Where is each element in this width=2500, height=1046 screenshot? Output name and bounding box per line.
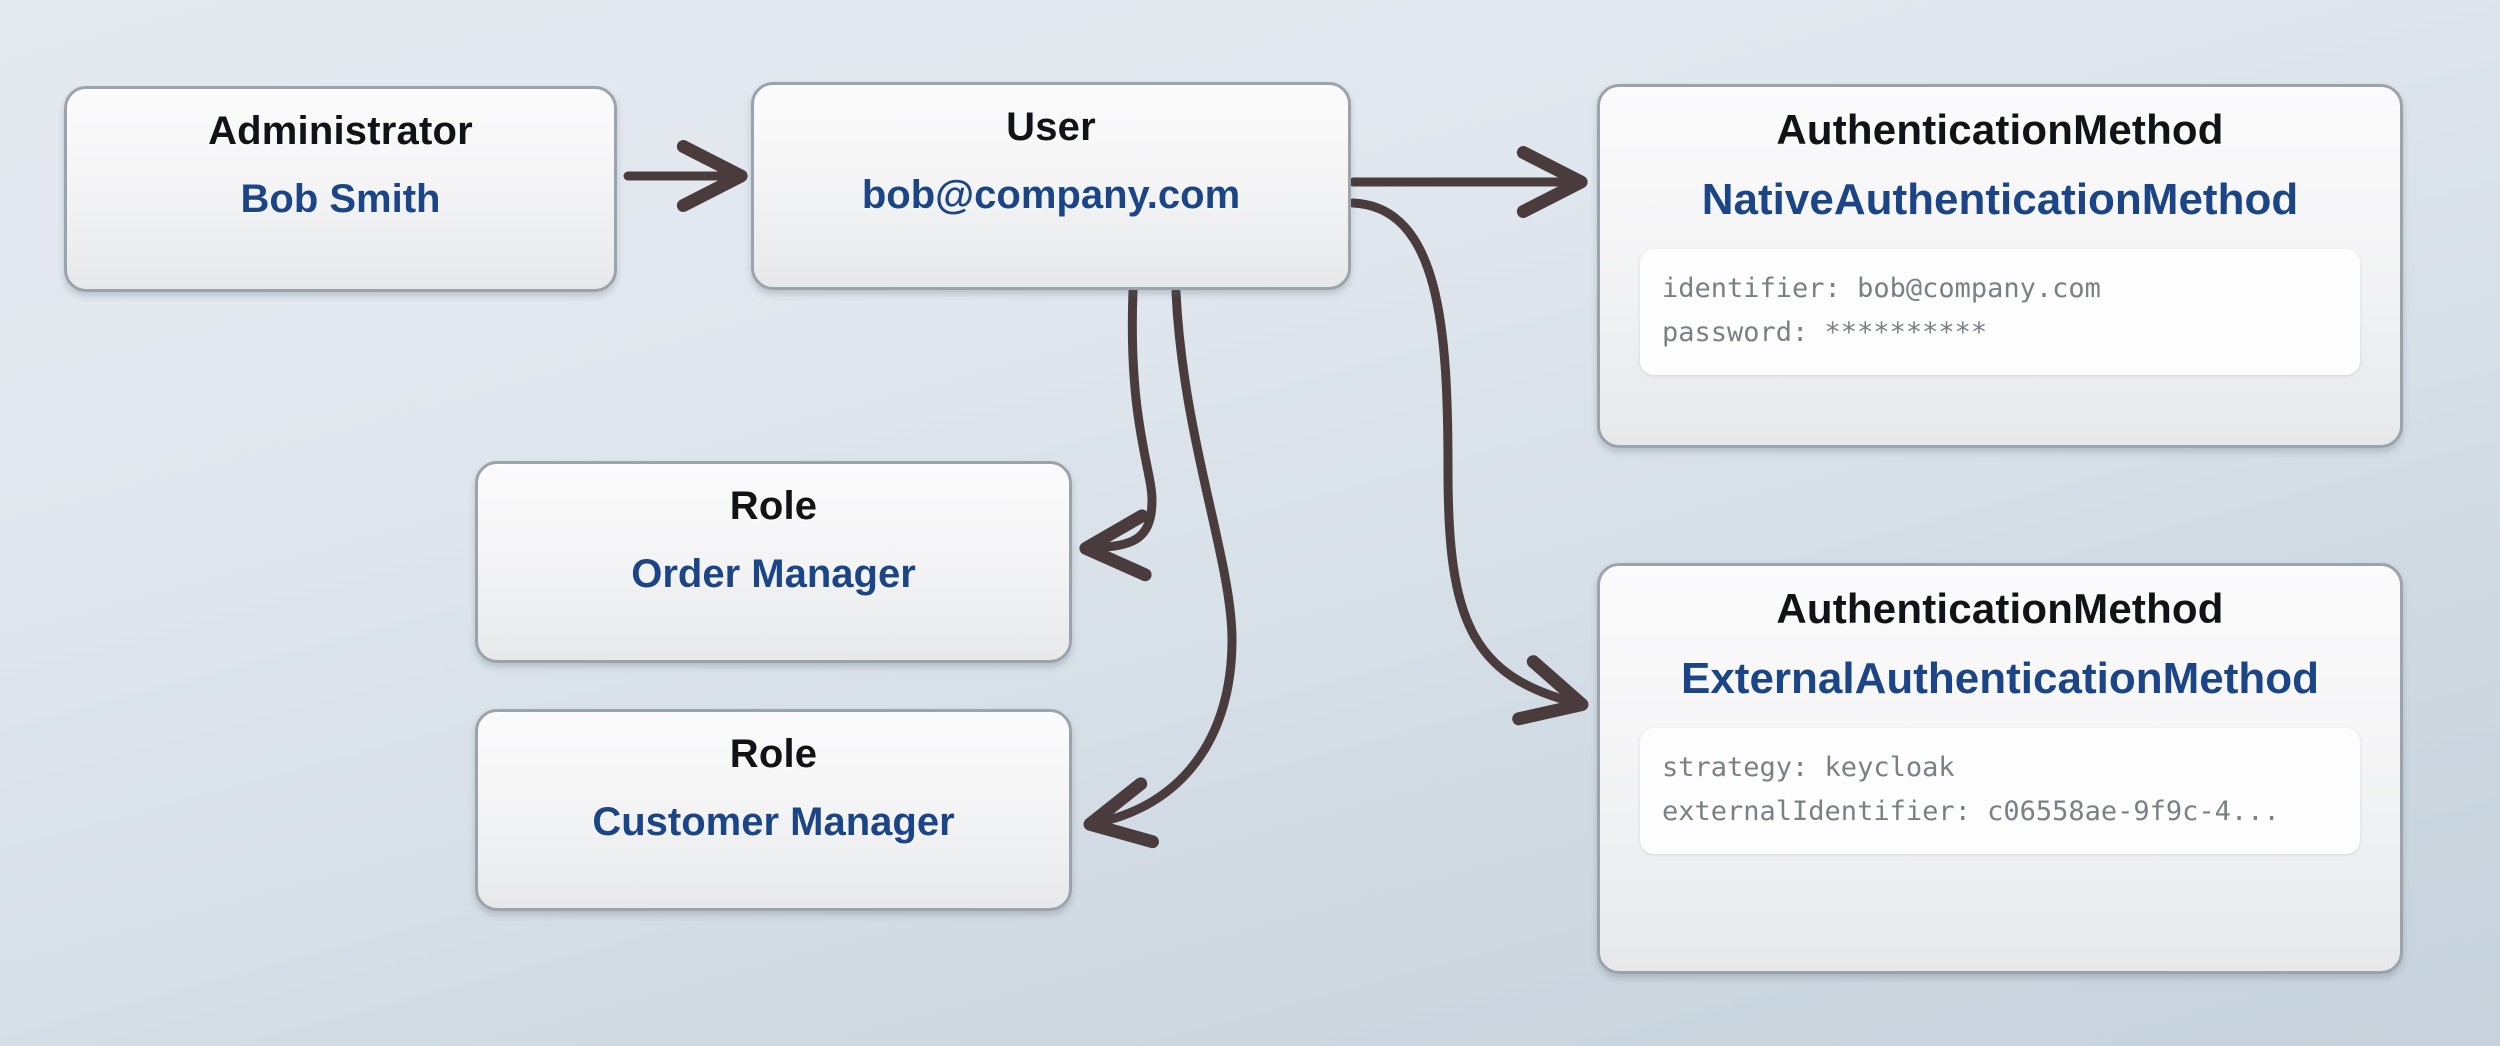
edge-user-to-role-order-manager bbox=[1079, 286, 1157, 582]
node-role-order-manager-type: Role bbox=[729, 484, 818, 528]
node-role-customer-manager[interactable]: Role Customer Manager bbox=[475, 709, 1072, 911]
node-role-customer-manager-name: Customer Manager bbox=[592, 800, 955, 844]
native-auth-property-password: password: ********** bbox=[1662, 317, 1988, 348]
node-user-name: bob@company.com bbox=[861, 173, 1241, 217]
node-user[interactable]: User bob@company.com bbox=[751, 82, 1351, 290]
node-administrator-name: Bob Smith bbox=[240, 177, 441, 221]
edge-user-to-external-auth bbox=[1348, 198, 1589, 726]
native-auth-properties: identifier: bob@company.com password: **… bbox=[1640, 249, 2360, 375]
node-role-customer-manager-type: Role bbox=[729, 732, 818, 776]
node-administrator[interactable]: Administrator Bob Smith bbox=[64, 86, 617, 292]
edge-user-to-role-customer-manager bbox=[1083, 287, 1237, 849]
node-administrator-type: Administrator bbox=[208, 109, 473, 153]
node-external-auth-name: ExternalAuthenticationMethod bbox=[1680, 654, 2320, 703]
node-external-auth-type: AuthenticationMethod bbox=[1776, 585, 2224, 632]
node-role-order-manager[interactable]: Role Order Manager bbox=[475, 461, 1072, 663]
node-native-auth-type: AuthenticationMethod bbox=[1776, 106, 2224, 153]
node-external-authentication-method[interactable]: AuthenticationMethod ExternalAuthenticat… bbox=[1597, 563, 2403, 974]
external-auth-property-external-identifier: externalIdentifier: c06558ae-9f9c-4... bbox=[1662, 796, 2280, 827]
external-auth-property-strategy: strategy: keycloak bbox=[1662, 752, 1955, 783]
node-role-order-manager-name: Order Manager bbox=[631, 552, 916, 596]
node-native-authentication-method[interactable]: AuthenticationMethod NativeAuthenticatio… bbox=[1597, 84, 2403, 448]
node-user-type: User bbox=[1006, 105, 1096, 149]
node-native-auth-name: NativeAuthenticationMethod bbox=[1701, 175, 2299, 224]
external-auth-properties: strategy: keycloak externalIdentifier: c… bbox=[1640, 728, 2360, 854]
native-auth-property-identifier: identifier: bob@company.com bbox=[1662, 273, 2101, 304]
